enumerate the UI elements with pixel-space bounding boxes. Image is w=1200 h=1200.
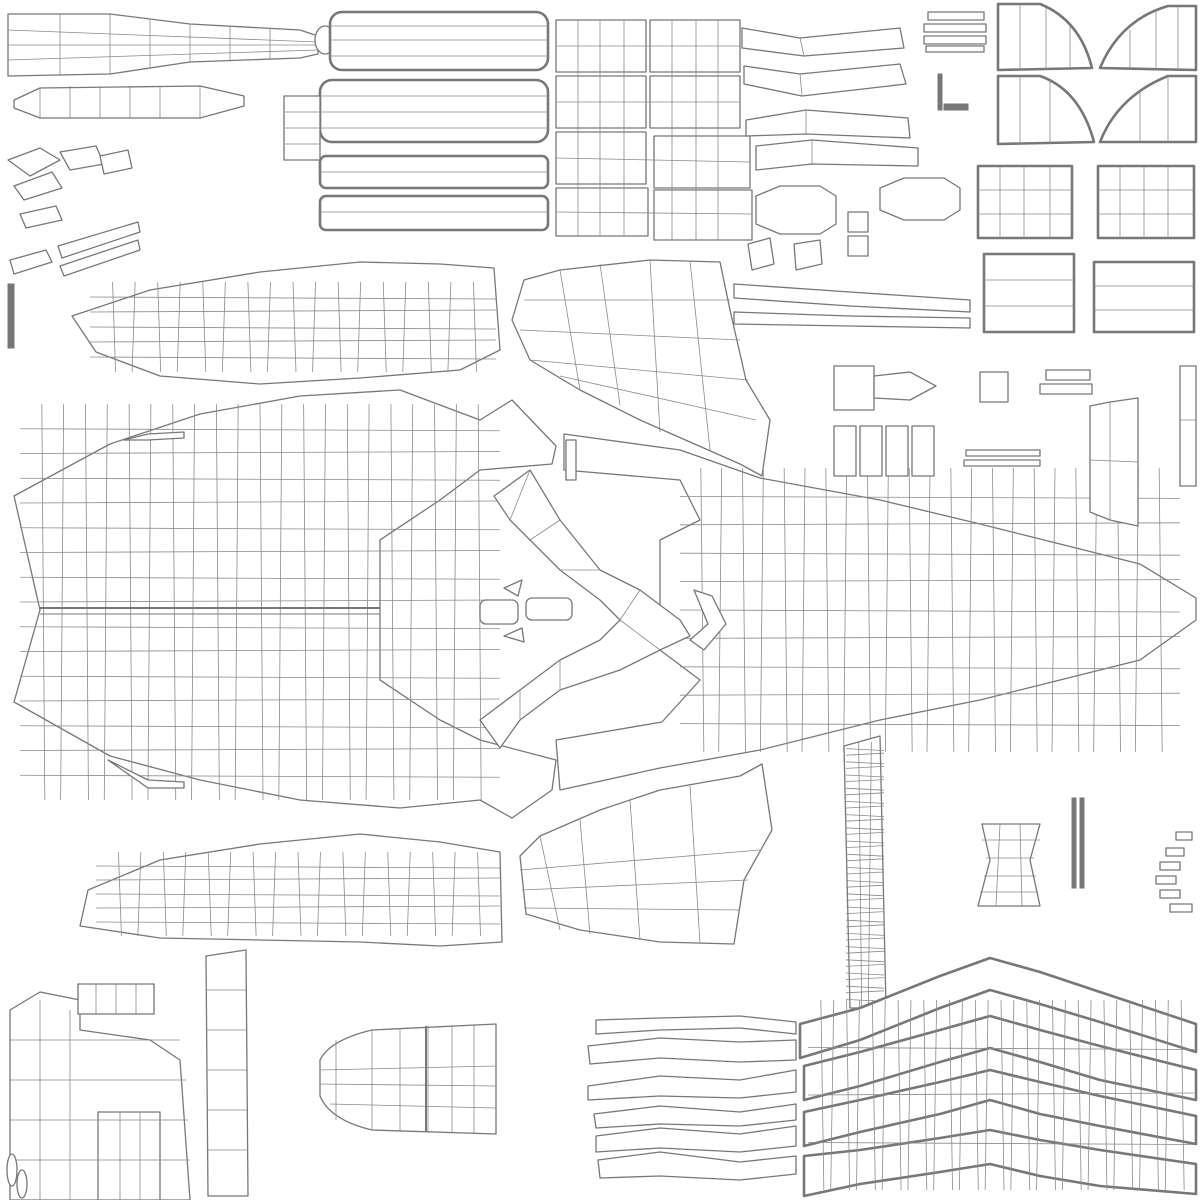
- right-lower-parts: [977, 797, 1193, 913]
- top-left-bar-island: [13, 85, 245, 119]
- upper-tile-block: [555, 19, 753, 241]
- center-small-parts: [479, 439, 727, 651]
- quarter-panel-group: [996, 2, 1198, 146]
- hull-left-main-island: [13, 389, 557, 819]
- small-parts-top: [923, 11, 987, 111]
- left-detail-cluster: [7, 145, 141, 349]
- center-frame-island: [479, 469, 691, 749]
- wing-lower-left-island: [79, 833, 503, 947]
- top-left-taper-island: [7, 13, 336, 77]
- pod-pieces: [747, 177, 961, 271]
- angled-strip-group: [741, 27, 919, 171]
- tail-fin-strip-island: [843, 735, 887, 1009]
- bottom-left-cluster: [6, 949, 249, 1200]
- wing-upper-left-island: [71, 261, 501, 385]
- engine-bottom-island: [519, 763, 773, 945]
- top-center-panel-stack: [283, 10, 550, 232]
- right-middle-parts: [733, 283, 1197, 527]
- right-upper-boxes: [976, 164, 1196, 334]
- cockpit-canopy-island: [319, 1023, 497, 1135]
- small-tab-upper: [123, 431, 185, 441]
- small-tab-lower: [107, 759, 185, 789]
- hull-right-main-island: [555, 433, 1197, 791]
- bottom-wavy-strips: [587, 1015, 797, 1181]
- pylon-strip-island: [798, 956, 1198, 1198]
- engine-top-island: [511, 259, 771, 477]
